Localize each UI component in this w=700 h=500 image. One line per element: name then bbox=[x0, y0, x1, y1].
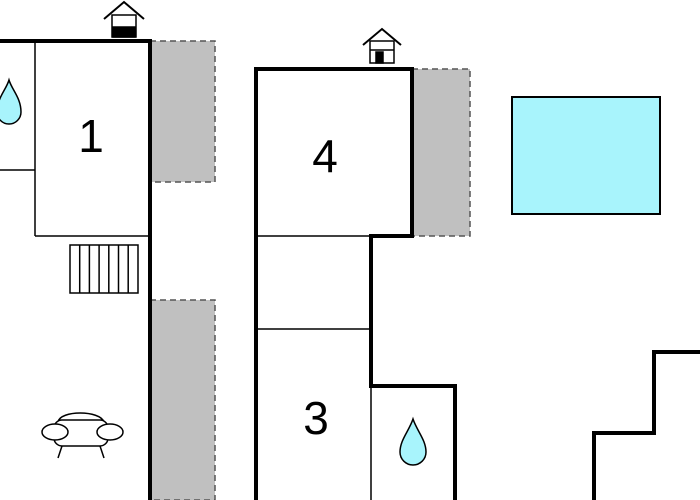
room-4-label: 4 bbox=[312, 130, 338, 182]
water-drop-icon bbox=[399, 416, 427, 466]
terrace-middle bbox=[411, 68, 471, 237]
middle-building-outer-wall bbox=[254, 67, 457, 500]
armchair-icon bbox=[41, 412, 124, 459]
house-entrance-icon bbox=[362, 27, 402, 64]
left-building-outer-wall bbox=[0, 39, 152, 500]
right-building-outer-wall bbox=[592, 350, 700, 500]
terrace-lower-left bbox=[149, 299, 216, 500]
terrace-upper-left bbox=[149, 40, 216, 183]
house-entrance-icon bbox=[103, 0, 145, 38]
room-3-label: 3 bbox=[303, 392, 329, 444]
staircase-icon bbox=[69, 244, 139, 294]
swimming-pool bbox=[511, 96, 661, 215]
middle-building-interior-walls bbox=[256, 235, 372, 500]
water-drop-icon bbox=[0, 77, 22, 125]
middle-building: 4 3 bbox=[254, 27, 471, 500]
left-building-interior-walls bbox=[0, 41, 150, 237]
room-1-label: 1 bbox=[78, 110, 104, 162]
left-building: 1 bbox=[0, 0, 216, 500]
